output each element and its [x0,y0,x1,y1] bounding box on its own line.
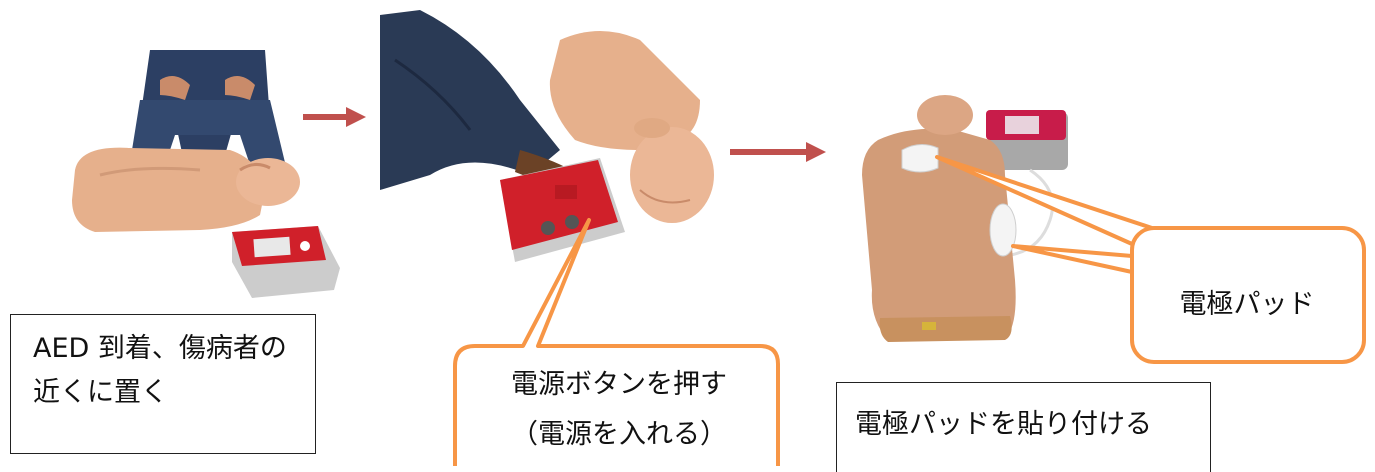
step1-photo [72,50,340,298]
step1-caption-line1: AED 到着、傷病者の [33,333,287,364]
step2-callout-line2: （電源を入れる） [511,419,727,450]
callout-step2 [453,218,780,466]
electrode-pad-icon [901,144,939,173]
step3-caption: 電極パッドを貼り付ける [836,382,1211,472]
electrode-pad-icon [989,203,1017,257]
aed-device-icon [232,226,340,298]
aed-device-icon [986,110,1068,170]
callout-step3 [935,155,1366,364]
step1-caption: AED 到着、傷病者の 近くに置く [10,314,316,454]
step2-photo [380,10,714,262]
arrow-right-icon [730,142,826,162]
step3-callout-label: 電極パッド [1179,289,1315,320]
aed-device-icon [500,158,625,262]
step3-photo [862,95,1068,342]
arrow-right-icon [303,107,366,127]
step1-caption-line2: 近くに置く [33,377,168,408]
step2-callout-line1: 電源ボタンを押す [511,369,727,400]
step3-caption-text: 電極パッドを貼り付ける [855,409,1152,440]
